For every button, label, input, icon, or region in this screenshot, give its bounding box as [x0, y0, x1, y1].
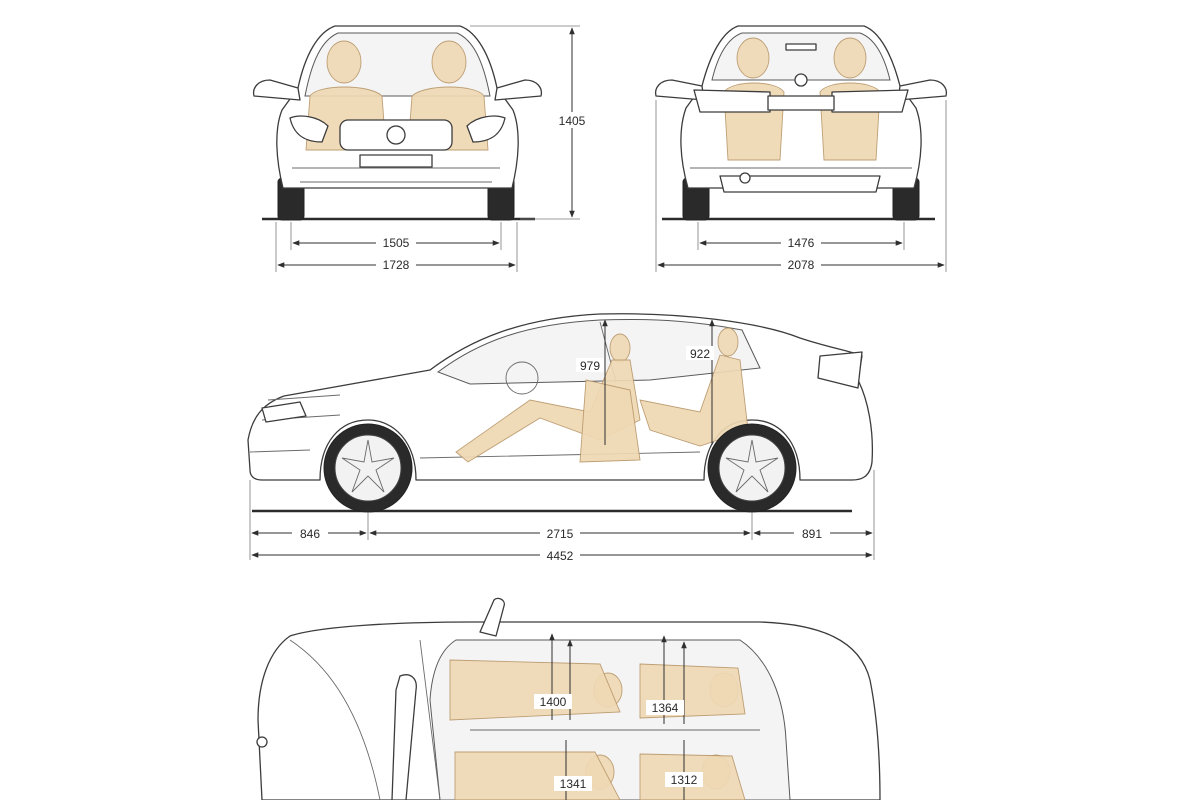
rear-left-taillamp [693, 89, 771, 113]
side-view: 979 922 846 2715 891 4452 [247, 313, 875, 563]
overall-length-label: 4452 [547, 549, 574, 563]
wheelbase-label: 2715 [547, 527, 574, 541]
front-occupant-side [455, 333, 641, 463]
side-front-rim [334, 434, 402, 502]
rear-number-plate [767, 95, 835, 111]
front-width-label: 1728 [383, 258, 410, 272]
rear-overhang-label: 891 [802, 527, 822, 541]
rear-shoulder-room-label: 1364 [652, 701, 679, 715]
rear-left-occupant-head [736, 37, 770, 79]
top-open-door-mirror [479, 597, 505, 637]
top-front-door-edge [391, 674, 417, 800]
front-elbow-room-label: 1341 [560, 777, 587, 791]
front-shoulder-room-label: 1400 [540, 695, 567, 709]
side-headlamp [261, 401, 307, 423]
top-view: 1400 1364 1341 1312 [256, 597, 881, 800]
rear-star-emblem [794, 73, 808, 87]
left-mirror [252, 79, 301, 101]
front-height-label: 1405 [559, 114, 586, 128]
rear-diffuser [719, 175, 881, 193]
top-star-emblem [256, 736, 268, 748]
side-windows [436, 318, 761, 385]
top-front-occupant-upper [449, 659, 623, 721]
steering-wheel [505, 361, 539, 395]
exhaust-tip [739, 172, 751, 184]
front-headroom-label: 979 [580, 359, 600, 373]
left-headlamp [289, 115, 329, 143]
right-headlamp [466, 115, 506, 143]
rear-right-occupant-head [833, 37, 867, 79]
front-right-occupant-head [431, 40, 467, 84]
rear-elbow-room-label: 1312 [671, 773, 698, 787]
rear-track-label: 1476 [788, 236, 815, 250]
right-mirror [494, 79, 543, 101]
rear-right-mirror [897, 79, 948, 101]
front-number-plate [359, 154, 433, 168]
rear-view: 1476 2078 [654, 25, 948, 273]
front-left-occupant-head [326, 40, 362, 84]
side-taillamp [817, 351, 863, 389]
rear-occupant-side [639, 327, 749, 447]
front-star-emblem [386, 125, 406, 145]
rear-headroom-label: 922 [690, 347, 710, 361]
rear-left-mirror [654, 79, 705, 101]
front-track-label: 1505 [383, 236, 410, 250]
top-front-occupant-lower [454, 751, 621, 800]
rear-width-label: 2078 [788, 258, 815, 272]
front-view: 1405 1505 1728 [252, 25, 590, 273]
rear-right-taillamp [831, 89, 909, 113]
third-brake-light [785, 43, 817, 51]
front-overhang-label: 846 [300, 527, 320, 541]
side-rear-rim [718, 434, 786, 502]
